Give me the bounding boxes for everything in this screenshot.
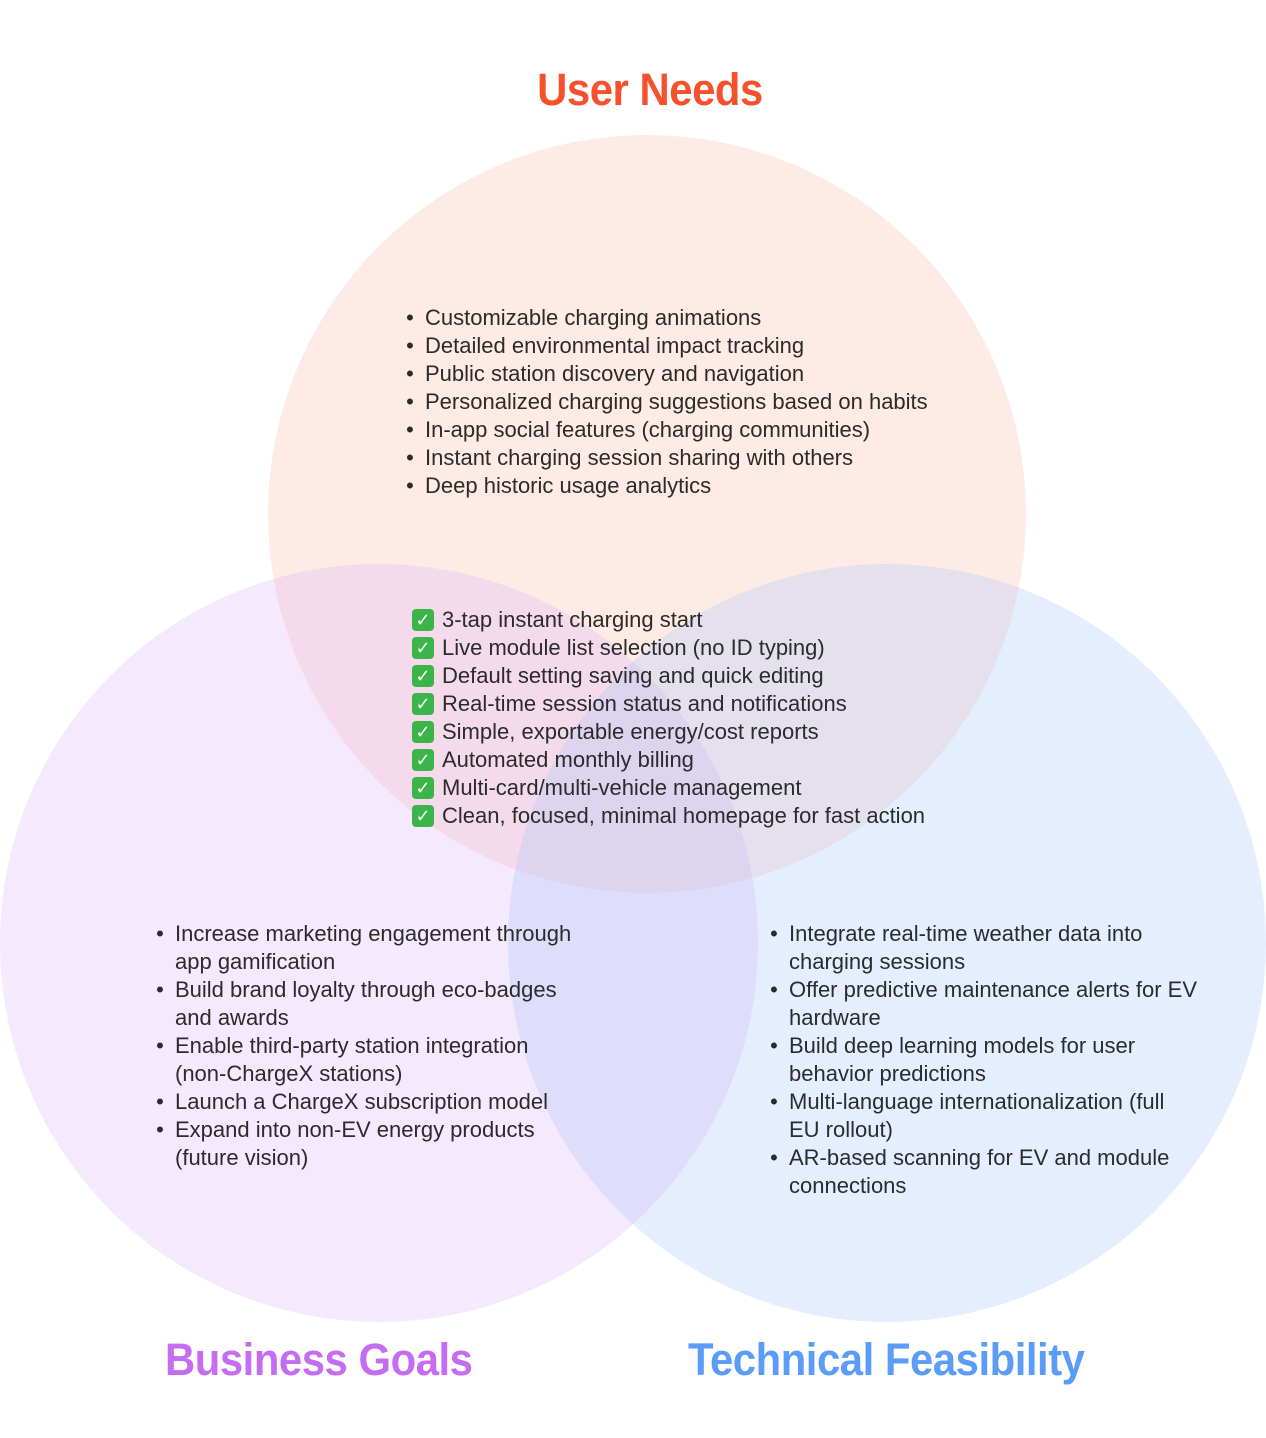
check-mark-button-icon: ✓ [412, 693, 434, 715]
bullet-icon: • [156, 1033, 164, 1058]
item-text: Live module list selection (no ID typing… [442, 635, 825, 660]
bullet-icon: • [406, 305, 414, 330]
bullet-icon: • [770, 1089, 778, 1114]
list-item: • AR-based scanning for EV and module con… [767, 1144, 1197, 1200]
bullet-icon: • [156, 1117, 164, 1142]
bullet-icon: • [770, 921, 778, 946]
item-text: Customizable charging animations [425, 305, 762, 330]
intersection-item: ✓ Automated monthly billing [412, 746, 925, 774]
list-item: • Integrate real-time weather data into c… [767, 920, 1197, 976]
item-text: Build deep learning models for user beha… [789, 1033, 1136, 1086]
bullet-icon: • [406, 445, 414, 470]
item-text: 3-tap instant charging start [442, 607, 703, 632]
intersection-item: ✓ Real-time session status and notificati… [412, 690, 925, 718]
item-text: Enable third-party station integration (… [175, 1033, 529, 1086]
list-item: • Launch a ChargeX subscription model [153, 1088, 573, 1116]
intersection-item: ✓ 3-tap instant charging start [412, 606, 925, 634]
bullet-icon: • [406, 361, 414, 386]
check-mark-button-icon: ✓ [412, 805, 434, 827]
item-text: In-app social features (charging communi… [425, 417, 871, 442]
business-goals-circle [0, 564, 758, 1322]
business-goals-list: • Increase marketing engagement through a… [153, 920, 573, 1172]
list-item: • Public station discovery and navigation [403, 360, 928, 388]
item-text: Default setting saving and quick editing [442, 663, 824, 688]
list-item: • Offer predictive maintenance alerts for… [767, 976, 1197, 1032]
bullet-icon: • [406, 473, 414, 498]
item-text: Launch a ChargeX subscription model [175, 1089, 549, 1114]
item-text: Offer predictive maintenance alerts for … [789, 977, 1198, 1030]
item-text: Integrate real-time weather data into ch… [789, 921, 1143, 974]
check-mark-button-icon: ✓ [412, 609, 434, 631]
bullet-icon: • [770, 1033, 778, 1058]
bullet-icon: • [770, 977, 778, 1002]
item-text: Personalized charging suggestions based … [425, 389, 928, 414]
item-text: Automated monthly billing [442, 747, 694, 772]
bullet-icon: • [406, 389, 414, 414]
technical-feasibility-title: Technical Feasibility [688, 1334, 1085, 1385]
bullet-icon: • [156, 1089, 164, 1114]
item-text: Expand into non-EV energy products (futu… [175, 1117, 535, 1170]
list-item: • Enable third-party station integration … [153, 1032, 573, 1088]
list-item: • Customizable charging animations [403, 304, 928, 332]
item-text: AR-based scanning for EV and module conn… [789, 1145, 1170, 1198]
technical-feasibility-list: • Integrate real-time weather data into c… [767, 920, 1197, 1200]
user-needs-title: User Needs [537, 64, 763, 115]
list-item: • Personalized charging suggestions based… [403, 388, 928, 416]
list-item: • Detailed environmental impact tracking [403, 332, 928, 360]
intersection-item: ✓ Live module list selection (no ID typin… [412, 634, 925, 662]
list-item: • Multi-language internationalization (fu… [767, 1088, 1197, 1144]
intersection-list: ✓ 3-tap instant charging start ✓ Live modul… [412, 606, 925, 830]
bullet-icon: • [406, 417, 414, 442]
bullet-icon: • [406, 333, 414, 358]
intersection-item: ✓ Default setting saving and quick editin… [412, 662, 925, 690]
bullet-icon: • [156, 977, 164, 1002]
check-mark-button-icon: ✓ [412, 665, 434, 687]
item-text: Multi-language internationalization (ful… [789, 1089, 1165, 1142]
bullet-icon: • [770, 1145, 778, 1170]
item-text: Increase marketing engagement through ap… [175, 921, 572, 974]
item-text: Simple, exportable energy/cost reports [442, 719, 819, 744]
technical-feasibility-circle [508, 564, 1266, 1322]
list-item: • In-app social features (charging commun… [403, 416, 928, 444]
intersection-item: ✓ Multi-card/multi-vehicle management [412, 774, 925, 802]
check-mark-button-icon: ✓ [412, 777, 434, 799]
item-text: Build brand loyalty through eco-badges a… [175, 977, 557, 1030]
item-text: Clean, focused, minimal homepage for fas… [442, 803, 926, 828]
list-item: • Build deep learning models for user beh… [767, 1032, 1197, 1088]
user-needs-list: • Customizable charging animations • Detail… [403, 304, 928, 500]
business-goals-title: Business Goals [165, 1334, 473, 1385]
user-needs-circle [268, 135, 1026, 893]
item-text: Public station discovery and navigation [425, 361, 805, 386]
check-mark-button-icon: ✓ [412, 749, 434, 771]
item-text: Instant charging session sharing with ot… [425, 445, 854, 470]
list-item: • Expand into non-EV energy products (fut… [153, 1116, 573, 1172]
list-item: • Deep historic usage analytics [403, 472, 928, 500]
list-item: • Build brand loyalty through eco-badges … [153, 976, 573, 1032]
list-item: • Increase marketing engagement through a… [153, 920, 573, 976]
bullet-icon: • [156, 921, 164, 946]
item-text: Multi-card/multi-vehicle management [442, 775, 802, 800]
check-mark-button-icon: ✓ [412, 637, 434, 659]
check-mark-button-icon: ✓ [412, 721, 434, 743]
item-text: Detailed environmental impact tracking [425, 333, 805, 358]
item-text: Deep historic usage analytics [425, 473, 712, 498]
intersection-item: ✓ Clean, focused, minimal homepage for fa… [412, 802, 925, 830]
item-text: Real-time session status and notificatio… [442, 691, 847, 716]
intersection-item: ✓ Simple, exportable energy/cost reports [412, 718, 925, 746]
list-item: • Instant charging session sharing with o… [403, 444, 928, 472]
